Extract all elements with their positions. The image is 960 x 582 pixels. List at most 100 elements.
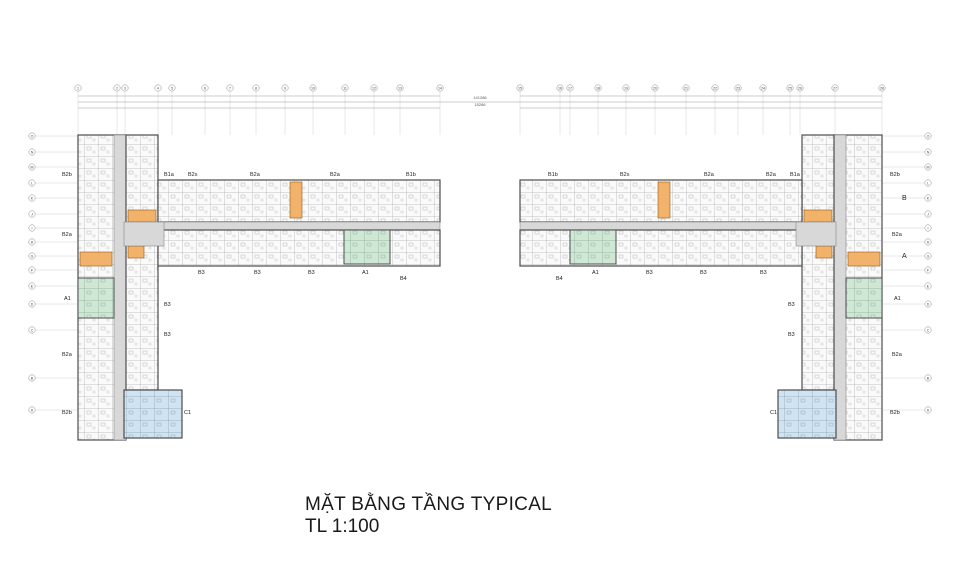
grid-bubble-number: 4 bbox=[154, 84, 162, 92]
grid-bubble-number: 20 bbox=[651, 84, 659, 92]
unit-label: B1b bbox=[406, 172, 416, 178]
unit-label: B4 bbox=[556, 276, 563, 282]
grid-bubble-letter: C bbox=[28, 326, 36, 334]
grid-bubble-letter: L bbox=[28, 179, 36, 187]
grid-bubble-label: 19 bbox=[624, 87, 628, 91]
unit-label: C1 bbox=[184, 410, 191, 416]
grid-bubble-number: 5 bbox=[168, 84, 176, 92]
grid-bubble-letter: M bbox=[28, 163, 36, 171]
unit-label: B3 bbox=[308, 270, 315, 276]
grid-bubble-label: N bbox=[31, 151, 34, 155]
unit-label: C1 bbox=[770, 410, 777, 416]
grid-bubble-label: 3 bbox=[124, 87, 126, 91]
grid-bubble-label: 6 bbox=[204, 87, 206, 91]
grid-bubble-number: 23 bbox=[734, 84, 742, 92]
unit-label: A1 bbox=[592, 270, 599, 276]
grid-bubble-letter: N bbox=[28, 148, 36, 156]
grid-bubble-number: 8 bbox=[252, 84, 260, 92]
unit-label: B2a bbox=[704, 172, 715, 178]
grid-bubble-label: F bbox=[927, 269, 930, 273]
right-unit-labels: B1b B2x B2a B2a B1a B2b B2a A1 B2a B2b B… bbox=[548, 172, 907, 416]
grid-bubble-letter: H bbox=[28, 238, 36, 246]
grid-bubble-label: 8 bbox=[255, 87, 257, 91]
unit-label: B1a bbox=[790, 172, 801, 178]
total-dimension: 141286 bbox=[473, 95, 487, 100]
grid-bubble-label: A bbox=[31, 409, 34, 413]
unit-label: B2a bbox=[892, 232, 903, 238]
grid-bubble-label: 23 bbox=[736, 87, 740, 91]
grid-bubble-label: 28 bbox=[880, 87, 884, 91]
grid-bubble-label: L bbox=[31, 182, 33, 186]
unit-label: B2b bbox=[62, 410, 72, 416]
top-dimension-lines bbox=[78, 95, 882, 109]
grid-bubble-letter: D bbox=[28, 300, 36, 308]
grid-bubble-number: 2 bbox=[113, 84, 121, 92]
unit-label: A1 bbox=[894, 296, 901, 302]
unit-label: B1b bbox=[548, 172, 558, 178]
left-east-stair bbox=[289, 181, 303, 219]
grid-bubble-letter: G bbox=[924, 252, 932, 260]
grid-bubble-number: 10 bbox=[309, 84, 317, 92]
grid-bubble-letter: I bbox=[924, 224, 932, 232]
unit-label: B4 bbox=[400, 276, 407, 282]
grid-bubble-label: 1 bbox=[77, 87, 79, 91]
grid-bubble-letter: I bbox=[28, 224, 36, 232]
unit-label: B2a bbox=[250, 172, 261, 178]
grid-bubble-label: B bbox=[31, 377, 34, 381]
mid-dimension: 15286 bbox=[474, 102, 486, 107]
grid-bubble-number: 14 bbox=[436, 84, 444, 92]
unit-label: B3 bbox=[254, 270, 261, 276]
grid-bubble-number: 18 bbox=[594, 84, 602, 92]
right-c1-apartment bbox=[777, 389, 837, 439]
unit-label: A1 bbox=[64, 296, 71, 302]
grid-bubble-label: 16 bbox=[558, 87, 562, 91]
grid-bubble-label: 25 bbox=[788, 87, 792, 91]
unit-label: B3 bbox=[760, 270, 767, 276]
unit-label: A1 bbox=[362, 270, 369, 276]
grid-bubble-number: 25 bbox=[786, 84, 794, 92]
left-wing-inner-units bbox=[125, 134, 159, 391]
grid-bubble-label: L bbox=[927, 182, 929, 186]
right-a1-apartment bbox=[845, 277, 883, 319]
grid-bubble-number: 11 bbox=[341, 84, 349, 92]
grid-bubble-number: 6 bbox=[201, 84, 209, 92]
grid-bubble-letter: L bbox=[924, 179, 932, 187]
grid-bubble-letter: J bbox=[924, 210, 932, 218]
grid-bubble-letter: N bbox=[924, 148, 932, 156]
grid-bubble-label: 22 bbox=[713, 87, 717, 91]
grid-bubble-label: 17 bbox=[568, 87, 572, 91]
grid-bubble-letter: A bbox=[28, 406, 36, 414]
grid-bubble-label: 12 bbox=[372, 87, 376, 91]
left-unit-labels: B2b B2a A1 B2a B2b B1a B2x B2a B2a B1b B… bbox=[62, 172, 416, 416]
left-building bbox=[77, 134, 441, 441]
grid-bubble-number: 9 bbox=[281, 84, 289, 92]
grid-bubble-letter: M bbox=[924, 163, 932, 171]
unit-label: B2b bbox=[890, 410, 900, 416]
grid-bubble-label: I bbox=[32, 227, 33, 231]
grid-bubble-label: K bbox=[31, 197, 34, 201]
grid-bubble-label: E bbox=[31, 285, 34, 289]
drawing-scale: TL 1:100 bbox=[305, 516, 380, 537]
right-a1-south bbox=[569, 229, 617, 265]
grid-bubble-label: 2 bbox=[116, 87, 118, 91]
grid-bubble-label: N bbox=[927, 151, 930, 155]
grid-bubble-label: J bbox=[927, 213, 929, 217]
grid-bubble-number: 12 bbox=[370, 84, 378, 92]
right-wing-inner-units bbox=[801, 134, 835, 391]
grid-bubble-number: 1 bbox=[74, 84, 82, 92]
grid-bubble-label: 18 bbox=[596, 87, 600, 91]
unit-label: B2b bbox=[62, 172, 72, 178]
grid-bubble-letter: C bbox=[924, 326, 932, 334]
grid-bubble-letter: K bbox=[28, 194, 36, 202]
grid-bubble-label: C bbox=[31, 329, 34, 333]
grid-bubble-number: 24 bbox=[759, 84, 767, 92]
grid-bubble-label: J bbox=[31, 213, 33, 217]
grid-bubble-label: 9 bbox=[284, 87, 286, 91]
grid-bubble-number: 7 bbox=[226, 84, 234, 92]
right-horizontal-corridor bbox=[519, 221, 803, 231]
grid-bubble-letter: F bbox=[924, 266, 932, 274]
grid-bubble-label: 26 bbox=[798, 87, 802, 91]
right-stair-core bbox=[847, 251, 881, 267]
